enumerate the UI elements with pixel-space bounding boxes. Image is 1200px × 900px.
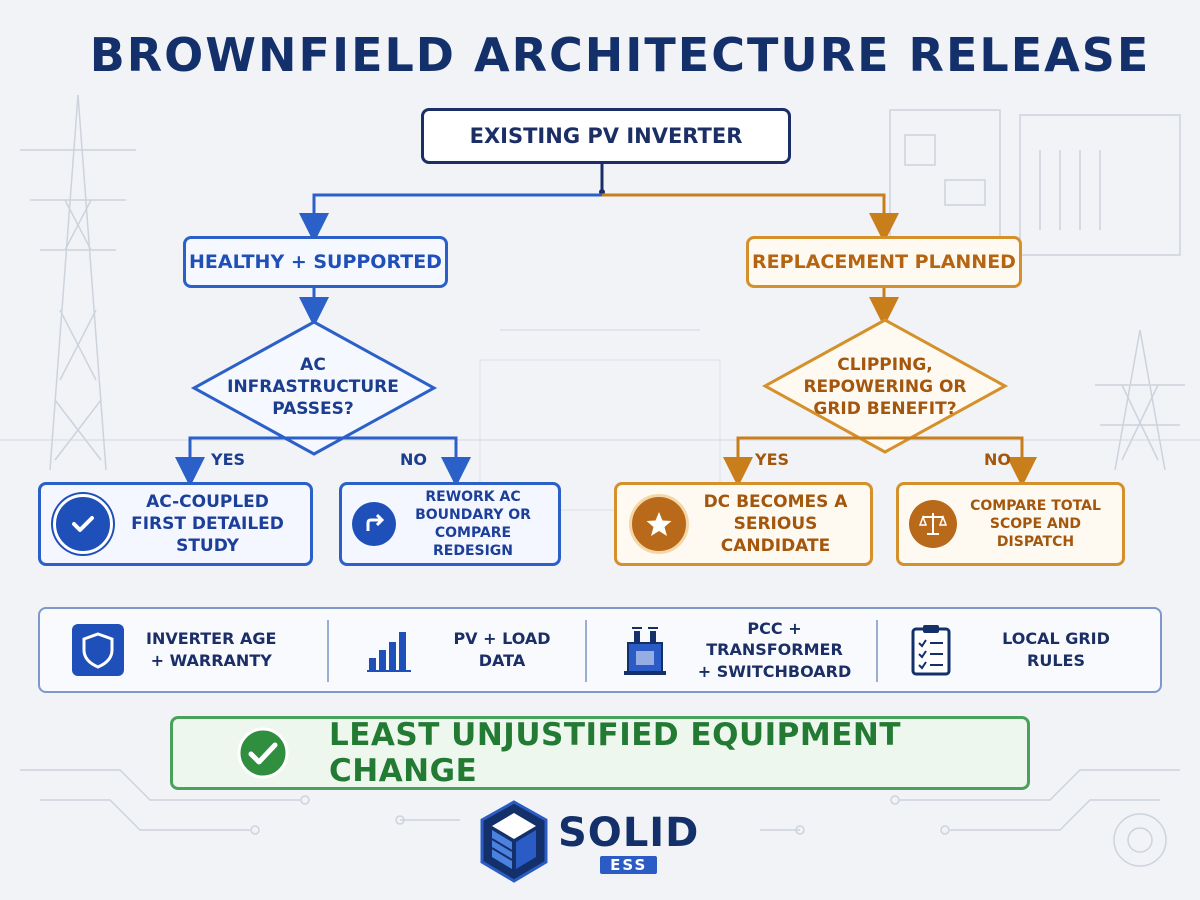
outcome-rework-ac: REWORK AC BOUNDARY OR COMPARE REDESIGN	[339, 482, 561, 566]
input-line: + SWITCHBOARD	[697, 661, 852, 681]
outcome-line: AC-COUPLED	[146, 491, 269, 512]
decision-line: PASSES?	[272, 398, 354, 419]
cube-logo-icon	[478, 799, 550, 885]
outcome-line: BOUNDARY OR	[415, 506, 531, 523]
result-banner: LEAST UNJUSTIFIED EQUIPMENT CHANGE	[170, 716, 1030, 790]
decision-line: INFRASTRUCTURE	[227, 377, 399, 398]
bar-chart-icon	[365, 626, 413, 674]
page-title: BROWNFIELD ARCHITECTURE RELEASE	[89, 28, 1151, 82]
panel-divider	[876, 620, 878, 682]
root-node: EXISTING PV INVERTER	[421, 108, 791, 164]
input-line: LOCAL GRID RULES	[1002, 629, 1110, 670]
input-inverter-age: INVERTER AGE + WARRANTY	[70, 607, 320, 693]
check-circle-icon	[237, 727, 289, 779]
outcome-line: REWORK AC	[425, 488, 521, 505]
yes-label-left: YES	[211, 450, 246, 469]
connector-ac-no	[314, 436, 471, 487]
balance-scale-icon	[909, 500, 957, 548]
input-local-grid-rules: LOCAL GRID RULES	[910, 607, 1140, 693]
connector-clip-yes	[723, 436, 885, 487]
no-label-left: NO	[400, 450, 427, 469]
logo-subtitle: ESS	[600, 856, 658, 874]
outcome-line: FIRST DETAILED STUDY	[131, 513, 284, 557]
decision-ac-infrastructure: AC INFRASTRUCTURE PASSES?	[210, 340, 416, 436]
input-line: PCC + TRANSFORMER	[706, 618, 843, 660]
input-pcc-transformer: PCC + TRANSFORMER + SWITCHBOARD	[622, 607, 867, 693]
decision-line: CLIPPING,	[837, 355, 933, 376]
redirect-arrow-icon	[352, 502, 396, 546]
outcome-line: SCOPE AND DISPATCH	[989, 515, 1082, 551]
outcome-line: SERIOUS CANDIDATE	[720, 513, 831, 557]
decision-line: AC	[300, 355, 326, 376]
decision-clipping-repowering: CLIPPING, REPOWERING OR GRID BENEFIT?	[782, 340, 988, 436]
power-pylon-right	[1095, 329, 1185, 471]
connector-root-left	[299, 193, 602, 243]
transformer-icon	[622, 623, 668, 677]
panel-divider	[327, 620, 329, 682]
input-line: INVERTER AGE	[146, 629, 277, 649]
branch-healthy-supported: HEALTHY + SUPPORTED	[183, 236, 448, 288]
input-line: PV + LOAD DATA	[453, 629, 551, 670]
inputs-panel	[38, 607, 1162, 693]
decision-diamond-ac	[190, 320, 438, 456]
outcome-compare-scope: COMPARE TOTAL SCOPE AND DISPATCH	[896, 482, 1125, 566]
decision-line: GRID BENEFIT?	[813, 398, 957, 419]
outcome-ac-coupled: AC-COUPLED FIRST DETAILED STUDY	[38, 482, 313, 566]
outcome-line: DC BECOMES A	[703, 491, 848, 512]
result-text: LEAST UNJUSTIFIED EQUIPMENT CHANGE	[329, 717, 901, 789]
solid-ess-logo: SOLID ESS	[478, 797, 728, 887]
input-pv-load-data: PV + LOAD DATA	[365, 607, 575, 693]
connector-clip-no	[885, 436, 1037, 487]
outcome-line: COMPARE TOTAL	[970, 497, 1101, 514]
decision-line: REPOWERING OR	[803, 377, 967, 398]
star-badge-icon	[629, 494, 689, 554]
logo-wordmark: SOLID	[558, 810, 700, 856]
yes-label-right: YES	[755, 450, 790, 469]
outcome-line: COMPARE REDESIGN	[432, 525, 514, 560]
outcome-dc-candidate: DC BECOMES A SERIOUS CANDIDATE	[614, 482, 873, 566]
connector-root-right	[602, 193, 899, 243]
clipboard-icon	[910, 623, 952, 677]
no-label-right: NO	[984, 450, 1011, 469]
branch-replacement-planned: REPLACEMENT PLANNED	[746, 236, 1022, 288]
check-circle-icon	[53, 494, 113, 554]
panel-divider	[585, 620, 587, 682]
input-line: + WARRANTY	[150, 651, 272, 670]
power-pylon-left	[20, 94, 136, 471]
connector-ac-yes	[175, 436, 314, 487]
decision-diamond-clipping	[761, 318, 1009, 454]
shield-icon	[70, 622, 126, 678]
